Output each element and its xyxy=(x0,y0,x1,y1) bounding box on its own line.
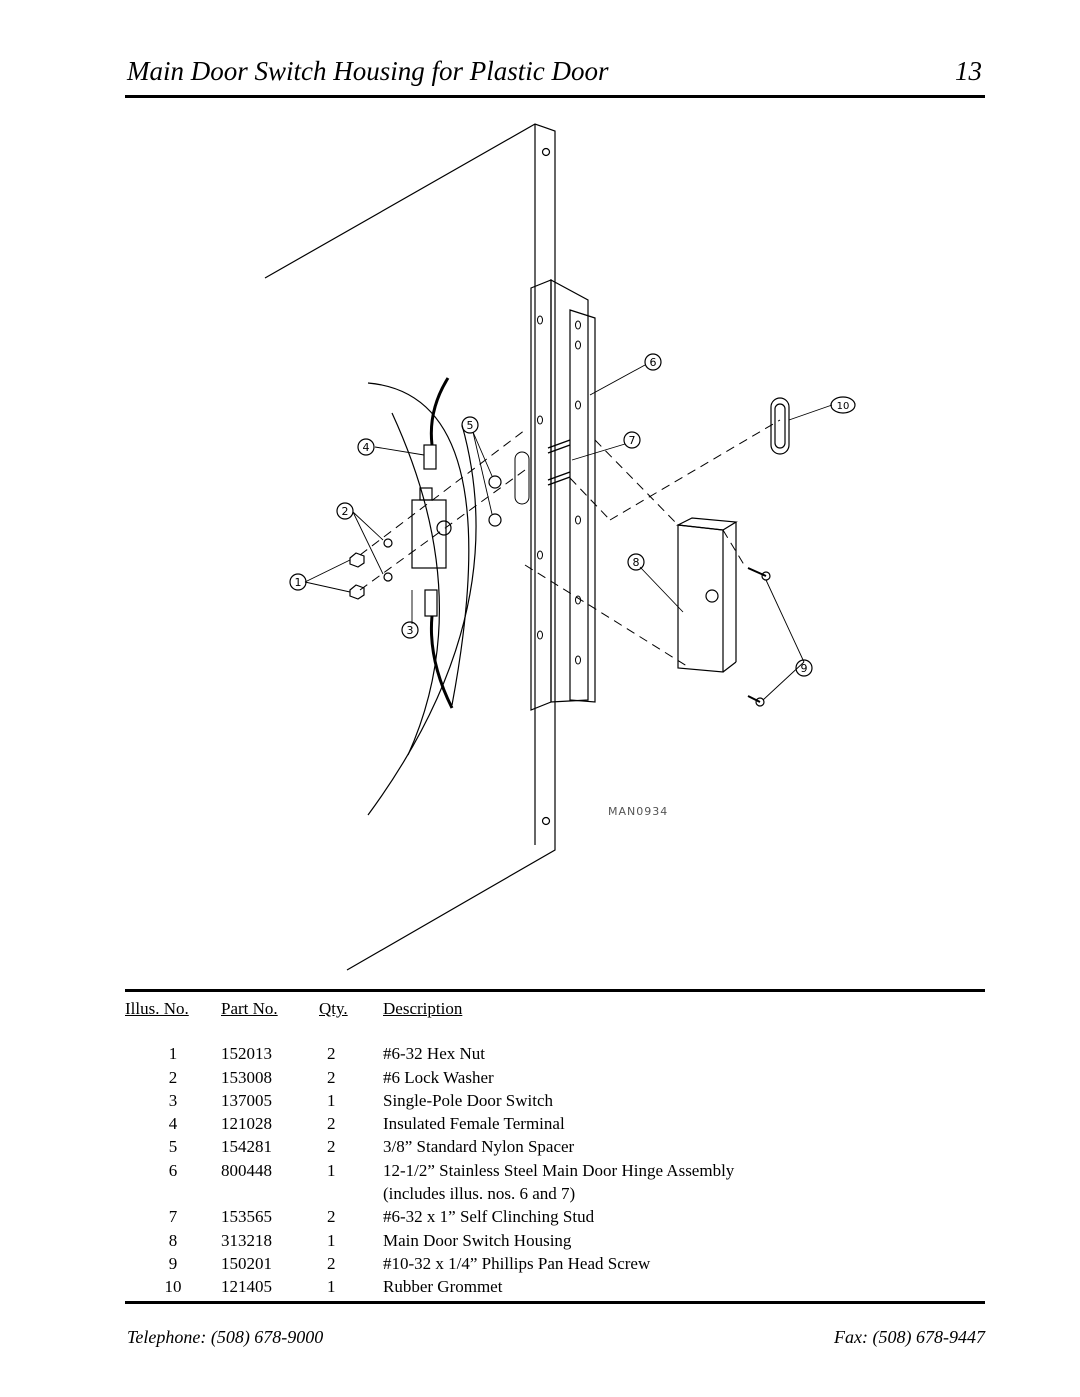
col-header-part: Part No. xyxy=(221,999,278,1018)
callout-circle-1 xyxy=(289,573,307,591)
table-spacer xyxy=(125,1020,734,1042)
callout-label: 7 xyxy=(629,434,636,447)
cell-illus-no: 8 xyxy=(168,1230,178,1250)
callout-circle-4 xyxy=(357,438,375,456)
callout-circle-8 xyxy=(627,553,645,571)
cell-part-no: 153565 xyxy=(221,1207,272,1227)
cell-illus-no: 1 xyxy=(168,1044,178,1064)
page-title: Main Door Switch Housing for Plastic Doo… xyxy=(127,56,609,86)
cell-description: Rubber Grommet xyxy=(383,1277,503,1297)
cell-description: #6-32 Hex Nut xyxy=(383,1044,485,1064)
table-row: 1 152013 2 #6-32 Hex Nut xyxy=(125,1042,734,1065)
cell-part-no: 152013 xyxy=(221,1044,272,1064)
cell-description: #6-32 x 1” Self Clinching Stud xyxy=(383,1207,595,1227)
cell-qty: 1 xyxy=(327,1160,336,1180)
cell-description: Main Door Switch Housing xyxy=(383,1230,572,1250)
cell-qty: 2 xyxy=(327,1253,336,1273)
cell-illus-no: 3 xyxy=(168,1090,178,1110)
cell-illus-no: 4 xyxy=(168,1114,178,1134)
callout-label: 1 xyxy=(295,576,302,589)
cell-part-no: 150201 xyxy=(221,1253,272,1273)
cell-qty: 2 xyxy=(327,1067,336,1087)
col-header-description: Description xyxy=(383,999,463,1018)
parts-table-header: Illus. No. Part No. Qty. Description xyxy=(125,997,734,1020)
cell-description: (includes illus. nos. 6 and 7) xyxy=(383,1184,576,1204)
cell-illus-no: 2 xyxy=(168,1067,178,1087)
callout-circle-9 xyxy=(795,659,813,677)
callout-circle-5 xyxy=(461,416,479,434)
cell-illus-no xyxy=(125,1182,221,1205)
page-number: 13 xyxy=(955,56,982,86)
table-row: 4 121028 2 Insulated Female Terminal xyxy=(125,1112,734,1135)
callout-label: 8 xyxy=(633,556,640,569)
cell-qty: 1 xyxy=(327,1230,336,1250)
cell-description: Insulated Female Terminal xyxy=(383,1114,565,1134)
table-row: 3 137005 1 Single-Pole Door Switch xyxy=(125,1089,734,1112)
callout-circle-7 xyxy=(623,431,641,449)
table-row: 7 153565 2 #6-32 x 1” Self Clinching Stud xyxy=(125,1205,734,1228)
callout-label: 4 xyxy=(363,441,370,454)
callout-label: 6 xyxy=(650,356,657,369)
cell-qty: 1 xyxy=(327,1090,336,1110)
table-top-rule xyxy=(125,989,985,992)
callout-label: 5 xyxy=(467,419,474,432)
cell-part-no: 137005 xyxy=(221,1090,272,1110)
col-header-qty: Qty. xyxy=(319,999,348,1018)
callout-circle-3 xyxy=(401,621,419,639)
cell-part-no: 121028 xyxy=(221,1114,272,1134)
cell-part-no xyxy=(221,1182,319,1205)
callout-label: 3 xyxy=(407,624,414,637)
callout-circle-10 xyxy=(830,396,856,414)
callout-label: 10 xyxy=(837,401,850,412)
callout-circle-6 xyxy=(644,353,662,371)
cell-illus-no: 6 xyxy=(168,1160,178,1180)
cell-illus-no: 5 xyxy=(168,1137,178,1157)
cell-description: #6 Lock Washer xyxy=(383,1067,494,1087)
table-row: 2 153008 2 #6 Lock Washer xyxy=(125,1066,734,1089)
cell-qty: 2 xyxy=(327,1207,336,1227)
header-rule xyxy=(125,95,985,98)
cell-illus-no: 10 xyxy=(164,1277,182,1297)
cell-description: 12-1/2” Stainless Steel Main Door Hinge … xyxy=(383,1160,735,1180)
table-bottom-rule xyxy=(125,1301,985,1304)
cell-part-no: 154281 xyxy=(221,1137,272,1157)
table-row: 9 150201 2 #10-32 x 1/4” Phillips Pan Head … xyxy=(125,1252,734,1275)
cell-qty: 2 xyxy=(327,1044,336,1064)
callout-label: 2 xyxy=(342,505,349,518)
table-row: (includes illus. nos. 6 and 7) xyxy=(125,1182,734,1205)
cell-part-no: 121405 xyxy=(221,1277,272,1297)
table-row: 6 800448 1 12-1/2” Stainless Steel Main Doo… xyxy=(125,1159,735,1182)
callout-circle-2 xyxy=(336,502,354,520)
table-row: 5 154281 2 3/8” Standard Nylon Spacer xyxy=(125,1135,734,1158)
cell-description: 3/8” Standard Nylon Spacer xyxy=(383,1137,575,1157)
cell-description: #10-32 x 1/4” Phillips Pan Head Screw xyxy=(383,1253,651,1273)
drawing-id: MAN0934 xyxy=(608,805,668,818)
fax: Fax: (508) 678-9447 xyxy=(834,1327,985,1347)
col-header-illus: Illus. No. xyxy=(125,999,189,1018)
cell-illus-no: 9 xyxy=(168,1253,178,1273)
cell-description: Single-Pole Door Switch xyxy=(383,1090,553,1110)
cell-qty: 1 xyxy=(327,1277,336,1297)
cell-illus-no: 7 xyxy=(168,1207,178,1227)
cell-part-no: 313218 xyxy=(221,1230,272,1250)
table-row: 10 121405 1 Rubber Grommet xyxy=(125,1275,734,1298)
cell-qty: 2 xyxy=(327,1114,336,1134)
exploded-parts-diagram: 1 2 3 4 5 6 7 8 9 10 MAN0934 xyxy=(264,123,856,971)
table-row: 8 313218 1 Main Door Switch Housing xyxy=(125,1229,734,1252)
cell-part-no: 153008 xyxy=(221,1067,272,1087)
telephone: Telephone: (508) 678-9000 xyxy=(127,1327,324,1347)
cell-part-no: 800448 xyxy=(221,1160,272,1180)
callout-label: 9 xyxy=(801,662,808,675)
cell-qty: 2 xyxy=(327,1137,336,1157)
cell-qty xyxy=(319,1182,383,1205)
